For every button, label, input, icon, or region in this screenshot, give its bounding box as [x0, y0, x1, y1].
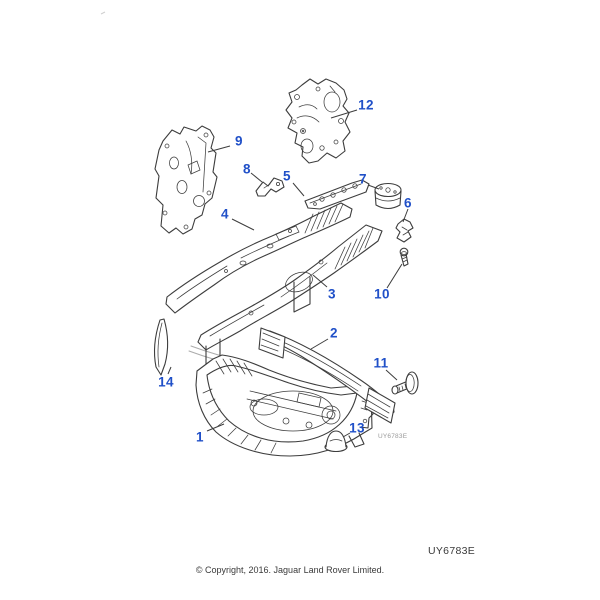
part-8-bracket [255, 177, 285, 197]
leader-line-12 [330, 109, 358, 119]
leader-line-5 [292, 182, 305, 197]
leader-line-4 [231, 218, 255, 231]
callout-5: 5 [283, 168, 291, 184]
leader-line-13 [342, 432, 351, 438]
part-7-bushing [374, 182, 402, 210]
leader-line-3 [312, 274, 328, 288]
leader-line-2 [310, 338, 329, 350]
callout-10: 10 [374, 286, 390, 302]
stray-mark [100, 11, 106, 15]
callout-1: 1 [196, 429, 204, 445]
part-3-side-member [197, 224, 383, 365]
callout-8: 8 [243, 161, 251, 177]
part-2-bumper-beam [258, 327, 396, 424]
diagram-code-label: UY6783E [428, 545, 476, 557]
callout-4: 4 [221, 206, 229, 222]
callout-2: 2 [330, 325, 338, 341]
part-14-trim-strip [154, 318, 169, 376]
part-11-bolt-washer [391, 371, 419, 395]
part-13-grommet [324, 430, 348, 453]
callout-11: 11 [373, 355, 389, 371]
part-10-screw [399, 247, 409, 267]
callout-9: 9 [235, 133, 243, 149]
leader-line-8 [250, 172, 263, 183]
leader-line-1 [206, 423, 225, 432]
callout-7: 7 [359, 171, 367, 187]
part-4-side-member [165, 202, 353, 314]
leader-line-14 [167, 366, 172, 375]
callout-12: 12 [358, 97, 374, 113]
diagram-code-watermark: UY6783E [378, 433, 408, 440]
callout-14: 14 [158, 374, 174, 390]
part-12-mounting-panel [285, 78, 351, 164]
part-5-plate [304, 179, 370, 210]
callout-3: 3 [328, 286, 336, 302]
leader-line-11 [385, 369, 398, 381]
part-9-mounting-bracket [154, 125, 218, 235]
callout-6: 6 [404, 195, 412, 211]
copyright-text: © Copyright, 2016. Jaguar Land Rover Lim… [195, 565, 385, 575]
leader-line-6 [402, 208, 409, 223]
callout-13: 13 [349, 420, 365, 436]
leader-line-10 [386, 263, 403, 289]
part-6-clip [395, 218, 414, 243]
leader-line-7 [367, 184, 380, 190]
leader-line-9 [207, 145, 231, 153]
leader-lines [167, 109, 409, 438]
